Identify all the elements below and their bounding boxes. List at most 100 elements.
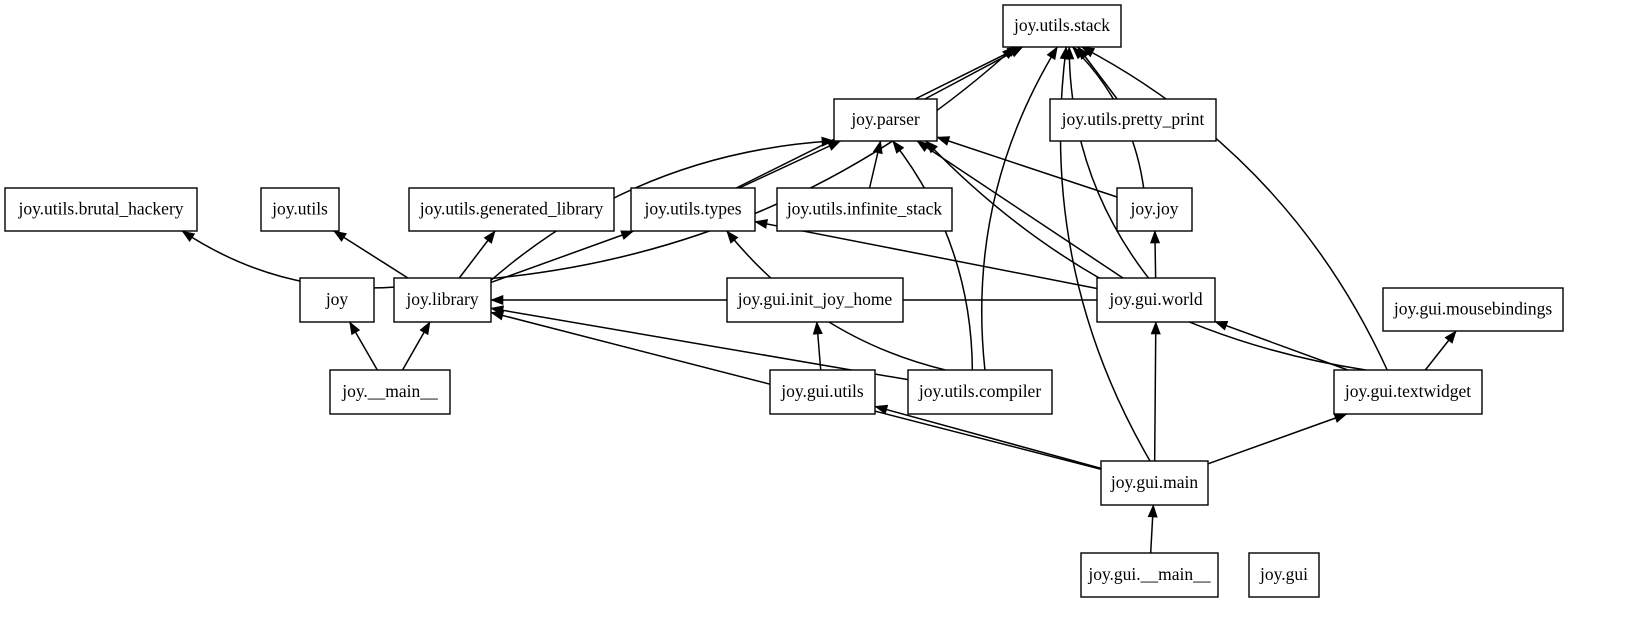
node-joy-utils-types[interactable]: joy.utils.types — [630, 187, 756, 232]
edge — [1064, 46, 1150, 279]
node-joy-utils-generated-library[interactable]: joy.utils.generated_library — [408, 187, 615, 232]
edge-line — [981, 46, 1058, 371]
node-label: joy.gui.utils — [780, 381, 864, 401]
node-joy---main--[interactable]: joy.__main__ — [329, 369, 451, 415]
node-label: joy.gui.mousebindings — [1393, 299, 1553, 319]
node-joy-gui---main--[interactable]: joy.gui.__main__ — [1080, 552, 1219, 598]
node-box[interactable] — [4, 187, 198, 232]
edge-arrowhead — [490, 294, 504, 306]
edge-line — [1068, 46, 1150, 279]
node-box[interactable] — [769, 369, 876, 415]
edge-arrowhead — [620, 230, 635, 240]
node-box[interactable] — [299, 277, 375, 323]
node-joy-library[interactable]: joy.library — [393, 277, 492, 323]
node-joy-gui-world[interactable]: joy.gui.world — [1096, 277, 1216, 323]
node-joy-gui[interactable]: joy.gui — [1248, 552, 1320, 598]
edge-arrowhead — [936, 136, 951, 146]
edge-arrowhead — [726, 230, 739, 244]
edge — [916, 140, 1124, 279]
edge — [925, 140, 1366, 371]
node-joy-utils[interactable]: joy.utils — [260, 187, 340, 232]
node-box[interactable] — [1080, 552, 1219, 598]
edge-line — [1153, 321, 1157, 462]
node-joy-gui-utils[interactable]: joy.gui.utils — [769, 369, 876, 415]
edge-arrowhead — [181, 230, 196, 243]
node-label: joy.gui.textwidget — [1344, 381, 1471, 401]
edge-line — [936, 136, 1118, 198]
node-box[interactable] — [329, 369, 451, 415]
node-box[interactable] — [408, 187, 615, 232]
node-box[interactable] — [1096, 277, 1216, 323]
node-box[interactable] — [1382, 287, 1564, 332]
edge-arrowhead — [419, 321, 431, 336]
node-box[interactable] — [1333, 369, 1483, 415]
node-label: joy.utils.generated_library — [419, 199, 604, 219]
node-joy-gui-mousebindings[interactable]: joy.gui.mousebindings — [1382, 287, 1564, 332]
edge-arrowhead — [1059, 46, 1070, 60]
edge-line — [490, 140, 835, 281]
edge-line — [1214, 320, 1348, 371]
edge — [892, 140, 974, 371]
node-label: joy.gui — [1259, 564, 1308, 584]
node-box[interactable] — [1049, 98, 1217, 142]
node-joy-utils-pretty-print[interactable]: joy.utils.pretty_print — [1049, 98, 1217, 142]
edge — [754, 219, 1098, 290]
edge-arrowhead — [1214, 321, 1229, 331]
node-label: joy.parser — [850, 109, 920, 129]
node-box[interactable] — [1116, 187, 1193, 232]
node-box[interactable] — [1248, 552, 1320, 598]
node-box[interactable] — [260, 187, 340, 232]
edge-line — [925, 140, 1366, 371]
edge — [1150, 321, 1161, 462]
edge-arrowhead — [1444, 330, 1457, 344]
edge-arrowhead — [483, 230, 496, 244]
node-joy-utils-infinite-stack[interactable]: joy.utils.infinite_stack — [776, 187, 953, 232]
edge-line — [333, 230, 409, 279]
node-joy[interactable]: joy — [299, 277, 375, 323]
edge — [936, 136, 1118, 198]
edge-arrowhead — [1150, 230, 1161, 244]
node-joy-utils-stack[interactable]: joy.utils.stack — [1002, 4, 1122, 48]
node-layer: joy.utils.stack joy.parser joy.utils.prett… — [4, 4, 1564, 598]
node-label: joy.utils.types — [643, 199, 741, 219]
node-box[interactable] — [630, 187, 756, 232]
edge-arrowhead — [872, 140, 883, 155]
node-box[interactable] — [726, 277, 904, 323]
edge — [349, 321, 378, 371]
edge-line — [924, 46, 1023, 100]
node-label: joy — [325, 289, 349, 309]
node-box[interactable] — [776, 187, 953, 232]
edge — [1214, 320, 1348, 371]
node-box[interactable] — [1002, 4, 1122, 48]
node-label: joy.utils — [271, 199, 328, 219]
node-joy-utils-compiler[interactable]: joy.utils.compiler — [907, 369, 1053, 415]
node-box[interactable] — [833, 98, 938, 142]
node-joy-utils-brutal-hackery[interactable]: joy.utils.brutal_hackery — [4, 187, 198, 232]
edge-arrowhead — [892, 140, 905, 154]
edge-arrowhead — [874, 404, 889, 415]
node-box[interactable] — [393, 277, 492, 323]
node-joy-gui-textwidget[interactable]: joy.gui.textwidget — [1333, 369, 1483, 415]
node-joy-parser[interactable]: joy.parser — [833, 98, 938, 142]
edge — [1147, 504, 1158, 554]
node-label: joy.gui.main — [1110, 472, 1199, 492]
edge-arrowhead — [812, 321, 823, 335]
edge-arrowhead — [754, 219, 769, 229]
node-label: joy.joy — [1130, 199, 1179, 219]
node-box[interactable] — [907, 369, 1053, 415]
edge-arrowhead — [1071, 46, 1085, 60]
edge — [333, 230, 409, 279]
edge-arrowhead — [1046, 46, 1058, 61]
edge — [490, 46, 1016, 280]
edge — [1081, 46, 1388, 371]
edge-arrowhead — [1333, 413, 1348, 423]
edge-line — [1081, 46, 1388, 371]
node-joy-joy[interactable]: joy.joy — [1116, 187, 1193, 232]
node-joy-gui-init-joy-home[interactable]: joy.gui.init_joy_home — [726, 277, 904, 323]
node-box[interactable] — [1100, 460, 1209, 506]
edge — [924, 46, 1024, 100]
edge — [812, 321, 823, 371]
node-label: joy.gui.__main__ — [1087, 564, 1211, 584]
node-joy-gui-main[interactable]: joy.gui.main — [1100, 460, 1209, 506]
node-label: joy.utils.stack — [1013, 15, 1110, 35]
